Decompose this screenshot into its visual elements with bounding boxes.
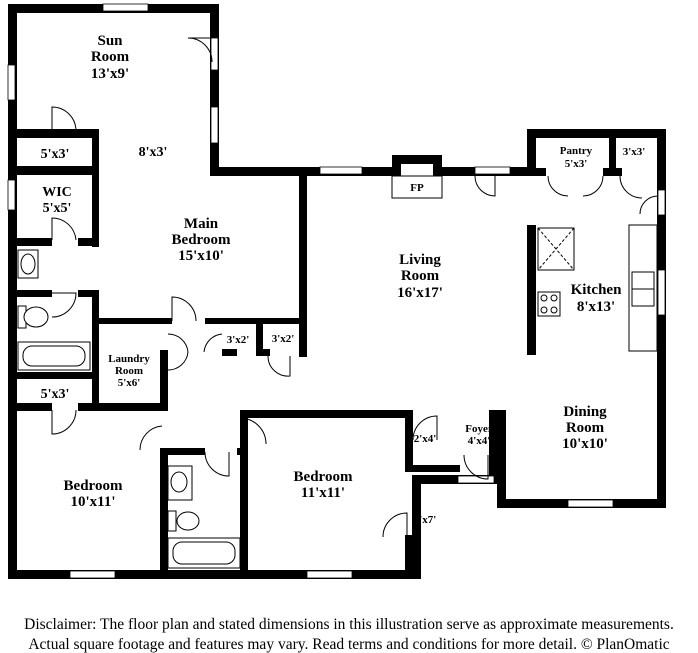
sun-room-name-1: Sun — [97, 33, 123, 49]
sun-room-name-2: Room — [91, 49, 130, 65]
closet-3x3-dims: 3'x3' — [623, 146, 646, 158]
closet-2x7-dims: 2'x7' — [414, 514, 437, 526]
foyer-dims: 4'x4' — [468, 435, 491, 447]
disclaimer-line-1: Disclaimer: The floor plan and stated di… — [24, 616, 674, 633]
doors — [51, 37, 659, 538]
pantry-name: Pantry — [560, 145, 593, 157]
disclaimer-line-2: Actual square footage and features may v… — [28, 636, 670, 653]
bedroom-center-name: Bedroom — [294, 469, 353, 485]
living-room-dims: 16'x17' — [397, 285, 443, 301]
sun-room-dims: 13'x9' — [91, 66, 129, 82]
laundry-name-2: Room — [115, 365, 143, 377]
dining-room-dims: 10'x10' — [562, 436, 608, 452]
bedroom-left-dims: 10'x11' — [70, 494, 115, 510]
fireplace-label: FP — [410, 182, 424, 194]
foyer-name: Foyer — [465, 423, 493, 435]
main-bedroom-name-2: Bedroom — [172, 232, 231, 248]
wic-dims: 5'x5' — [43, 201, 72, 216]
dining-room-name-1: Dining — [563, 404, 607, 420]
pantry-dims: 5'x3' — [565, 158, 588, 170]
interior-walls — [17, 129, 622, 579]
room-labels: Sun Room 13'x9' 8'x3' 5'x3' WIC 5'x5' Ma… — [41, 33, 646, 526]
kitchen-dims: 8'x13' — [577, 299, 615, 315]
dining-room-name-2: Room — [566, 420, 605, 436]
bedroom-center-dims: 11'x11' — [301, 485, 345, 501]
closet-3x2-b-dims: 3'x2' — [272, 333, 295, 345]
main-bedroom-name-1: Main — [184, 216, 219, 232]
closet-5x3-bottom-dims: 5'x3' — [41, 387, 70, 402]
living-room-name-1: Living — [399, 252, 441, 268]
kitchen-name: Kitchen — [571, 282, 622, 298]
laundry-dims: 5'x6' — [118, 377, 141, 389]
wic-name: WIC — [42, 185, 72, 200]
fixtures — [17, 175, 658, 569]
living-room-name-2: Room — [401, 268, 440, 284]
main-bedroom-dims: 15'x10' — [178, 248, 224, 264]
closet-3x2-a-dims: 3'x2' — [227, 334, 250, 346]
sun-closet-dims: 8'x3' — [139, 145, 168, 160]
windows — [7, 3, 666, 579]
bedroom-left-name: Bedroom — [64, 478, 123, 494]
closet-2x4-dims: 2'x4' — [414, 433, 437, 445]
closet-5x3-top-dims: 5'x3' — [41, 147, 70, 162]
laundry-name-1: Laundry — [108, 353, 150, 365]
